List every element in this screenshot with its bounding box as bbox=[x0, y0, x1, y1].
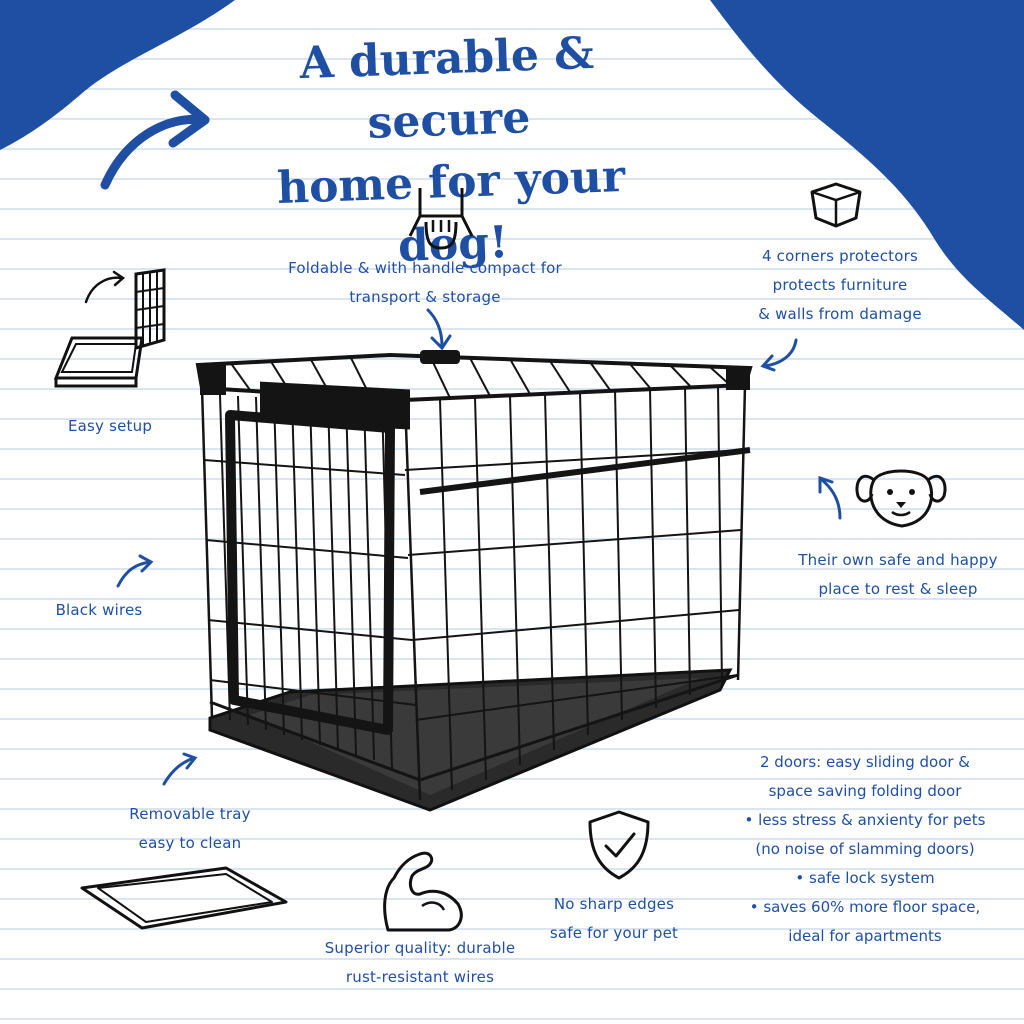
corner-protector-icon bbox=[810, 182, 862, 228]
tray-callout: Removable tray easy to clean bbox=[110, 800, 270, 858]
safe-place-line-1: Their own safe and happy bbox=[798, 551, 998, 569]
easy-setup-label: Easy setup bbox=[67, 417, 153, 435]
folding-crate-icon bbox=[53, 268, 166, 388]
edges-line-2: safe for your pet bbox=[549, 924, 679, 942]
doors-line-7: ideal for apartments bbox=[788, 927, 942, 945]
safe-place-callout: Their own safe and happy place to rest &… bbox=[780, 546, 1016, 604]
doors-line-1: 2 doors: easy sliding door & bbox=[759, 753, 970, 771]
doors-line-2: space saving folding door bbox=[768, 782, 962, 800]
corners-callout: 4 corners protectors protects furniture … bbox=[735, 242, 945, 329]
tray-line-2: easy to clean bbox=[138, 834, 242, 852]
doors-line-6: • saves 60% more floor space, bbox=[749, 898, 981, 916]
quality-callout: Superior quality: durable rust-resistant… bbox=[300, 934, 540, 992]
doors-feature-list: 2 doors: easy sliding door & space savin… bbox=[720, 748, 1010, 951]
black-wires-arrow-icon bbox=[116, 554, 154, 588]
foldable-callout: Foldable & with handle compact for trans… bbox=[270, 254, 580, 312]
edges-callout: No sharp edges safe for your pet bbox=[532, 890, 696, 948]
foldable-arrow-icon bbox=[426, 308, 452, 351]
doors-line-4: (no noise of slamming doors) bbox=[755, 840, 975, 858]
safe-place-line-2: place to rest & sleep bbox=[818, 580, 978, 598]
corners-line-1: 4 corners protectors bbox=[761, 247, 919, 265]
foldable-line-1: Foldable & with handle compact for bbox=[288, 259, 562, 277]
tray-icon bbox=[80, 866, 288, 930]
corners-arrow-icon bbox=[760, 338, 798, 372]
black-wires-label: Black wires bbox=[55, 601, 143, 619]
corners-line-3: & walls from damage bbox=[758, 305, 922, 323]
shield-check-icon bbox=[588, 810, 650, 880]
quality-line-1: Superior quality: durable bbox=[324, 939, 516, 957]
dog-face-icon bbox=[855, 469, 947, 528]
doors-line-5: • safe lock system bbox=[795, 869, 935, 887]
tray-line-1: Removable tray bbox=[129, 805, 251, 823]
quality-line-2: rust-resistant wires bbox=[345, 968, 495, 986]
dog-crate-image bbox=[195, 350, 753, 812]
edges-line-1: No sharp edges bbox=[553, 895, 675, 913]
headline-line-1: A durable & secure bbox=[298, 27, 595, 149]
corners-line-2: protects furniture bbox=[772, 276, 908, 294]
doors-line-3: • less stress & anxienty for pets bbox=[744, 811, 986, 829]
safe-place-arrow-icon bbox=[818, 475, 842, 520]
foldable-line-2: transport & storage bbox=[349, 288, 501, 306]
flexed-arm-icon bbox=[383, 851, 463, 932]
tray-arrow-icon bbox=[162, 752, 198, 786]
hand-grip-icon bbox=[408, 188, 474, 250]
headline-arrow-icon bbox=[100, 90, 210, 190]
